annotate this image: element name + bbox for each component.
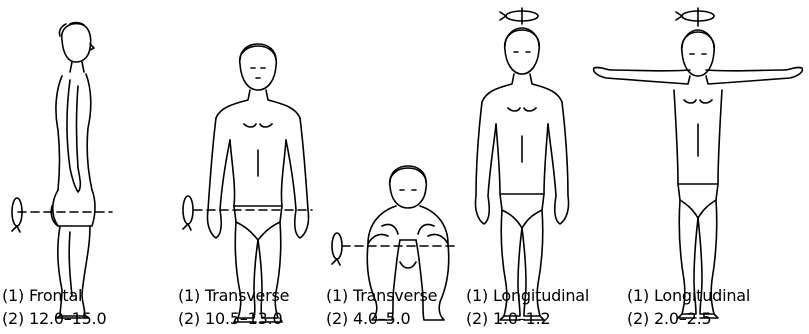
label-1: (1) (627, 286, 649, 305)
caption-figure-2: (1) Transverse (2) 10.5–13.0 (178, 284, 289, 330)
label-2: (2) (627, 309, 649, 328)
axis-name: Frontal (29, 286, 82, 305)
figure-1-side-view (12, 23, 112, 318)
label-2: (2) (326, 309, 348, 328)
caption-figure-5: (1) Longitudinal (2) 2.0–2.5 (627, 284, 750, 330)
moment-range: 12.0–15.0 (29, 309, 106, 328)
axis-name: Longitudinal (493, 286, 589, 305)
caption-figure-3: (1) Transverse (2) 4.0–5.0 (326, 284, 437, 330)
moment-range: 4.0–5.0 (353, 309, 411, 328)
moment-range: 2.0–2.5 (654, 309, 712, 328)
moment-range: 10.5–13.0 (205, 309, 282, 328)
label-2: (2) (178, 309, 200, 328)
figure-2-front-view (183, 44, 312, 322)
axis-name: Longitudinal (654, 286, 750, 305)
axis-name: Transverse (353, 286, 437, 305)
figure-4-front-view-vertical-axis (475, 8, 568, 320)
label-2: (2) (2, 309, 24, 328)
figure-5-arms-outstretched (594, 8, 803, 318)
caption-figure-1: (1) Frontal (2) 12.0–15.0 (2, 284, 106, 330)
label-1: (1) (2, 286, 24, 305)
moment-range: 1.0–1.2 (493, 309, 551, 328)
label-1: (1) (326, 286, 348, 305)
caption-figure-4: (1) Longitudinal (2) 1.0–1.2 (466, 284, 589, 330)
label-1: (1) (178, 286, 200, 305)
label-1: (1) (466, 286, 488, 305)
label-2: (2) (466, 309, 488, 328)
axis-name: Transverse (205, 286, 289, 305)
